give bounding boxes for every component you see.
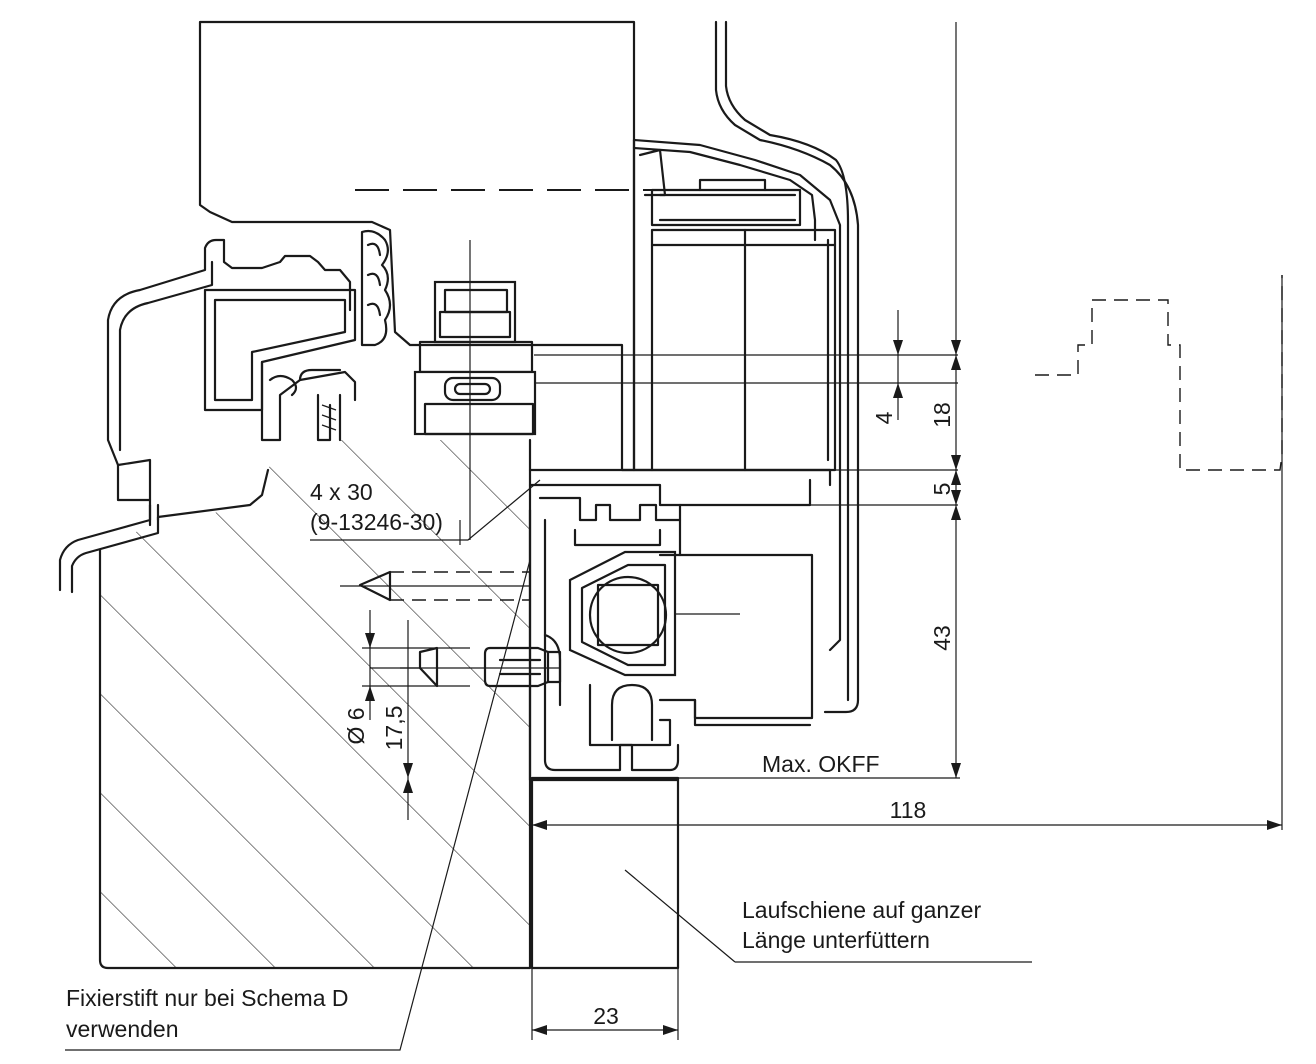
screw-label: 4 x 30 [310,479,373,505]
dim-5: 5 [929,483,955,496]
dimension-lines [65,22,1283,1051]
pin-note-line1: Fixierstift nur bei Schema D [66,985,348,1011]
rail-note-line1: Laufschiene auf ganzer [742,897,981,923]
screw-path [340,189,700,602]
rail-note-line2: Länge unterfüttern [742,927,930,953]
dim-18: 18 [929,402,955,428]
guide-rail [528,468,832,782]
dim-4: 4 [871,411,897,424]
dim-43: 43 [929,625,955,651]
floor-level-label: Max. OKFF [762,751,880,777]
dim-17-5: 17,5 [381,706,407,751]
pin-note-line2: verwenden [66,1016,179,1042]
screw-part-number: (9-13246-30) [310,509,443,535]
dim-118: 118 [890,797,927,823]
hidden-contour [1035,275,1283,471]
rail-filler-block [530,776,680,970]
dim-diameter: Ø 6 [343,707,369,744]
annotations: 4 x 30 (9-13246-30) Max. OKFF Laufschien… [66,402,981,1042]
dim-23: 23 [593,1003,619,1029]
mounting-blocks [413,280,537,436]
window-profile [58,229,392,594]
